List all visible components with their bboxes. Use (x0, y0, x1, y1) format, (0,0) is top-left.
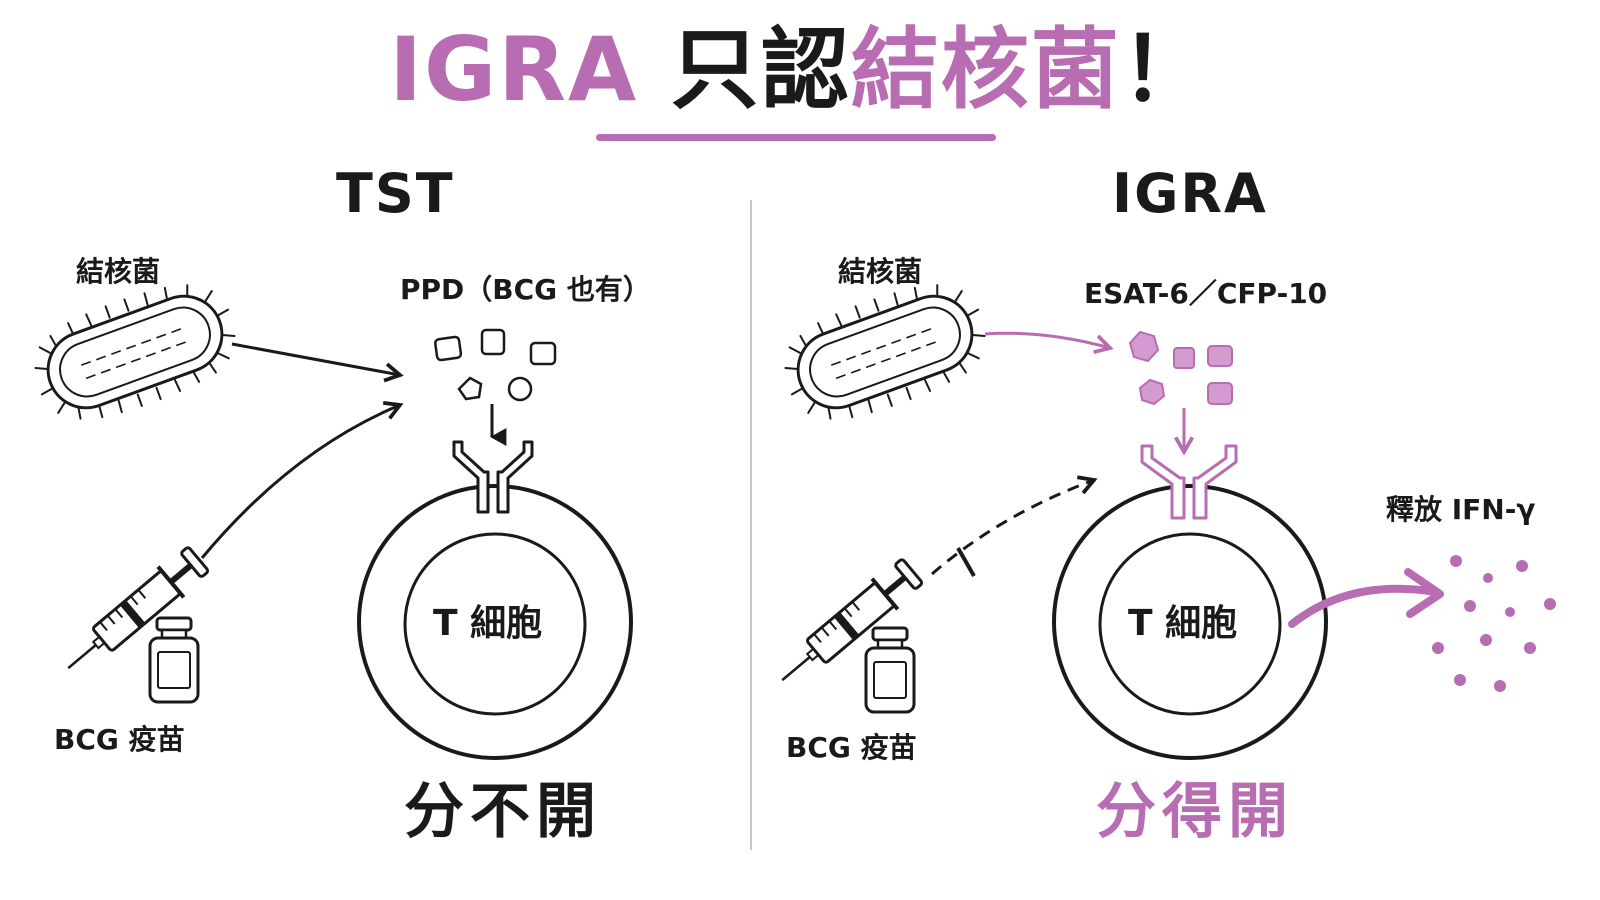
t-cell-nucleus (403, 532, 587, 716)
vial-icon (864, 626, 916, 714)
right-antigen-label: ESAT-6／CFP-10 (1084, 277, 1328, 310)
syringe-icon (781, 558, 924, 682)
vial-icon (148, 616, 200, 704)
vaccine-blocked-dashed-arrow (931, 475, 1098, 576)
antigen-particles-icon (433, 328, 557, 402)
main-title: IGRA 只認結核菌！ (0, 21, 1600, 119)
right-cell-label: T 細胞 (1128, 603, 1238, 644)
left-verdict: 分不開 (404, 777, 602, 847)
ifn-release-arrowhead (1404, 568, 1444, 618)
bacterium-icon (784, 284, 986, 420)
syringe-icon (67, 546, 210, 670)
receptor-icon (1140, 444, 1238, 520)
title-part-exclaim: ！ (1120, 18, 1211, 121)
ifn-particles-icon (1432, 555, 1556, 692)
left-vaccine-label: BCG 疫苗 (54, 723, 185, 756)
antigen-particles-icon (1128, 330, 1233, 406)
ifn-release-label: 釋放 IFN-γ (1386, 493, 1536, 526)
bacterium-to-esat-arrow (984, 331, 1114, 355)
right-verdict: 分得開 (1096, 777, 1294, 847)
bacterium-to-ppd-arrow (231, 342, 404, 383)
title-part-tb: 結核菌 (850, 18, 1121, 121)
left-antigen-label: PPD（BCG 也有） (400, 273, 651, 306)
right-panel-heading: IGRA (1112, 162, 1268, 225)
title-underline (596, 134, 996, 141)
bacterium-icon (34, 284, 236, 420)
title-part-igra: IGRA (389, 18, 671, 121)
right-bacterium-label: 結核菌 (838, 255, 923, 288)
left-bacterium-label: 結核菌 (76, 255, 161, 288)
t-cell-nucleus (1098, 532, 1282, 716)
vaccine-to-ppd-arrow (200, 401, 404, 559)
title-part-only-recognizes: 只認 (670, 18, 851, 121)
left-panel-heading: TST (336, 162, 455, 225)
block-marker (956, 547, 976, 577)
receptor-icon (452, 440, 534, 514)
right-vaccine-label: BCG 疫苗 (786, 731, 917, 764)
ifn-release-arrow (1288, 584, 1440, 628)
left-cell-label: T 細胞 (433, 603, 543, 644)
